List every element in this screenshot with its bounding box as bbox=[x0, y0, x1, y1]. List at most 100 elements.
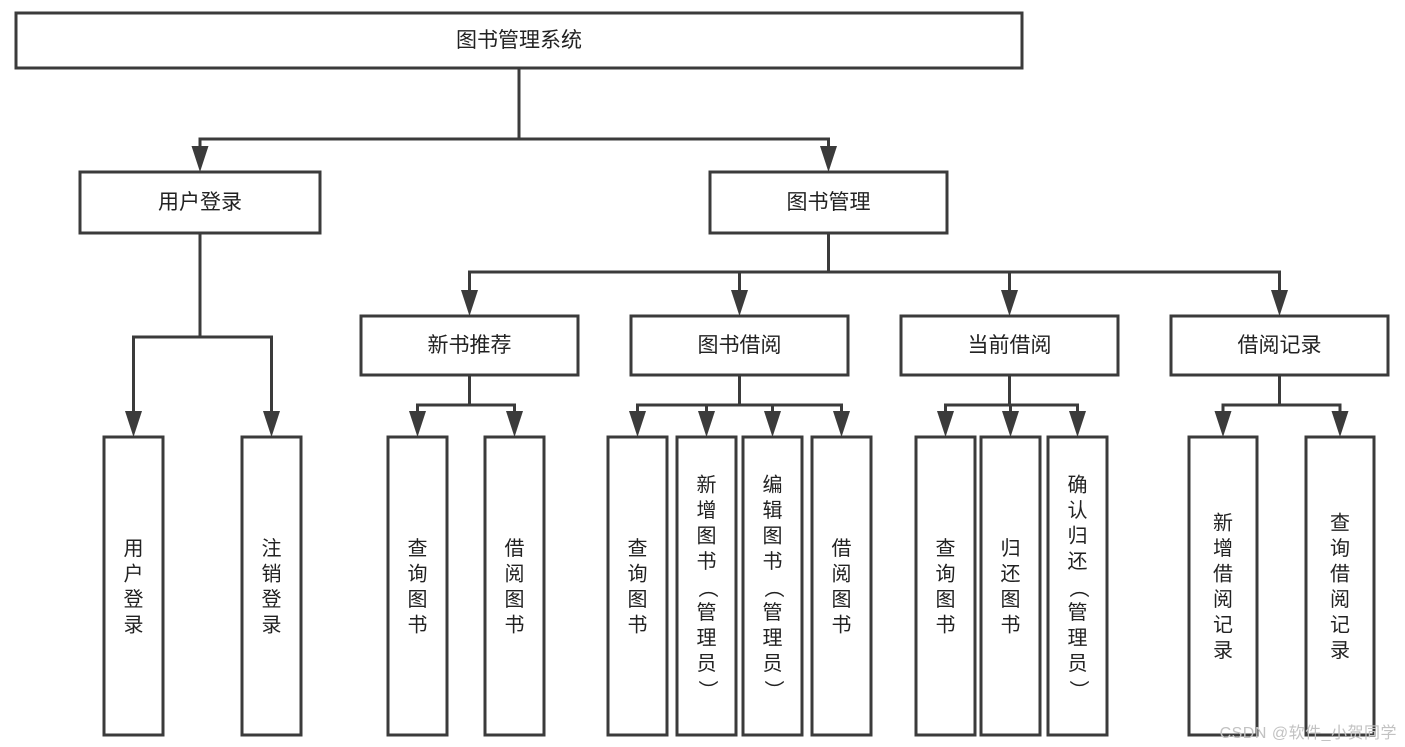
node-label-char: 录 bbox=[1330, 640, 1350, 662]
node-label-char: 书 bbox=[628, 614, 648, 637]
node-label-char: 书 bbox=[763, 550, 783, 573]
node-layer: 图书管理系统用户登录图书管理新书推荐图书借阅当前借阅借阅记录用户登录注销登录查询… bbox=[14, 11, 1390, 737]
node-label-char: 图 bbox=[628, 589, 648, 611]
node-label-char: 借 bbox=[1213, 563, 1233, 586]
node-box bbox=[810, 435, 873, 737]
node-label-char: 查 bbox=[1330, 512, 1350, 535]
node-label-char: 员 bbox=[763, 653, 783, 675]
node-box bbox=[675, 435, 738, 737]
node-box bbox=[359, 314, 580, 377]
node-box bbox=[708, 170, 949, 235]
node-newbook[interactable]: 新书推荐 bbox=[359, 314, 580, 377]
node-label-char: （ bbox=[1067, 578, 1090, 598]
node-label-char: 增 bbox=[1213, 537, 1233, 560]
node-label-char: 借 bbox=[832, 537, 852, 560]
node-records[interactable]: 借阅记录 bbox=[1169, 314, 1390, 377]
node-label: 借阅记录 bbox=[1238, 334, 1322, 357]
node-label-char: 新 bbox=[697, 473, 717, 496]
node-label-char: 查 bbox=[936, 537, 956, 560]
node-label-char: 销 bbox=[262, 563, 282, 586]
node-label-char: 记 bbox=[1213, 614, 1233, 637]
node-label-char: 阅 bbox=[505, 563, 525, 586]
node-label: 当前借阅 bbox=[968, 334, 1052, 357]
node-label-char: 还 bbox=[1001, 563, 1021, 586]
node-l1[interactable]: 用户登录 bbox=[102, 435, 165, 737]
node-label-char: 理 bbox=[1068, 627, 1088, 649]
node-label: 图书管理系统 bbox=[456, 29, 582, 52]
node-label-char: 图 bbox=[832, 589, 852, 611]
node-root[interactable]: 图书管理系统 bbox=[14, 11, 1024, 70]
node-borrow[interactable]: 图书借阅 bbox=[629, 314, 850, 377]
edge-layer bbox=[125, 66, 1349, 437]
node-label-char: 图 bbox=[936, 589, 956, 611]
node-label-char: 询 bbox=[408, 563, 428, 586]
node-label: 图书借阅 bbox=[698, 334, 782, 357]
node-label-char: 询 bbox=[936, 563, 956, 586]
node-box bbox=[629, 314, 850, 377]
node-label-char: 理 bbox=[763, 627, 783, 649]
node-box bbox=[741, 435, 804, 737]
node-label-char: ） bbox=[762, 680, 785, 700]
node-label-char: （ bbox=[696, 578, 719, 598]
node-current[interactable]: 当前借阅 bbox=[899, 314, 1120, 377]
node-box bbox=[102, 435, 165, 737]
node-label-char: （ bbox=[762, 578, 785, 598]
node-label-char: 理 bbox=[697, 627, 717, 649]
node-label-char: 阅 bbox=[1330, 588, 1350, 611]
node-label: 用户登录 bbox=[158, 191, 242, 214]
node-label-char: 图 bbox=[763, 525, 783, 547]
node-label-char: 录 bbox=[1213, 640, 1233, 662]
node-login[interactable]: 用户登录 bbox=[78, 170, 322, 235]
node-label-char: 记 bbox=[1330, 614, 1350, 637]
node-label-char: 查 bbox=[408, 537, 428, 560]
node-label: 图书管理 bbox=[787, 191, 871, 214]
node-box bbox=[914, 435, 977, 737]
node-label-char: 图 bbox=[697, 525, 717, 547]
node-box bbox=[1169, 314, 1390, 377]
node-label-char: 查 bbox=[628, 537, 648, 560]
node-box bbox=[483, 435, 546, 737]
node-label-char: 用 bbox=[124, 538, 144, 560]
node-label-char: 认 bbox=[1068, 499, 1088, 522]
node-label-char: 管 bbox=[1068, 601, 1088, 624]
node-box bbox=[1304, 435, 1376, 737]
node-label-char: 新 bbox=[1213, 512, 1233, 535]
node-box bbox=[240, 435, 303, 737]
node-label-char: 阅 bbox=[1213, 588, 1233, 611]
node-label-char: 借 bbox=[1330, 563, 1350, 586]
node-label: 新书推荐 bbox=[428, 334, 512, 357]
node-label-char: 归 bbox=[1068, 524, 1088, 547]
node-box bbox=[14, 11, 1024, 70]
node-label-char: 书 bbox=[936, 614, 956, 637]
node-label-char: 登 bbox=[124, 588, 144, 611]
node-label-char: 员 bbox=[1068, 653, 1088, 675]
node-label-char: 增 bbox=[697, 499, 717, 522]
node-bookmgmt[interactable]: 图书管理 bbox=[708, 170, 949, 235]
node-box bbox=[386, 435, 449, 737]
node-label-char: 询 bbox=[1330, 537, 1350, 560]
node-box bbox=[606, 435, 669, 737]
node-label-char: 图 bbox=[505, 589, 525, 611]
node-label-char: 注 bbox=[262, 537, 282, 560]
node-label-char: 户 bbox=[124, 563, 144, 586]
node-label-char: 书 bbox=[832, 614, 852, 637]
node-label-char: 书 bbox=[1001, 614, 1021, 637]
node-label-char: 图 bbox=[1001, 589, 1021, 611]
node-label-char: 阅 bbox=[832, 563, 852, 586]
node-label-char: 询 bbox=[628, 563, 648, 586]
node-label-char: 书 bbox=[408, 614, 428, 637]
node-label-char: 图 bbox=[408, 589, 428, 611]
node-box bbox=[979, 435, 1042, 737]
